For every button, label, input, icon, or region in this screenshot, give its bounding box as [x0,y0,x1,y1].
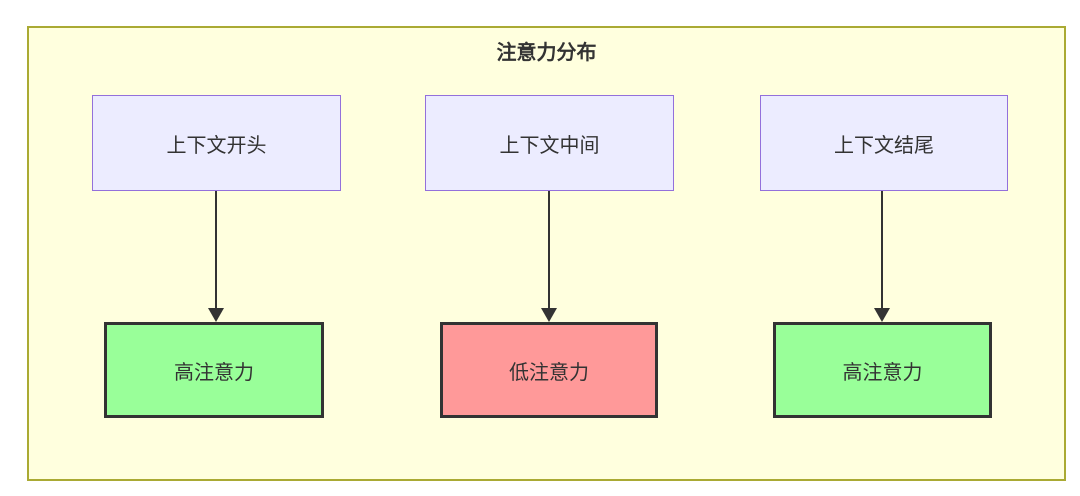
node-high-attention-right: 高注意力 [773,322,992,418]
arrow-line [215,191,217,309]
arrow-end-to-high [874,191,890,322]
node-label: 高注意力 [174,361,254,384]
attention-distribution-group: 注意力分布 上下文开头 上下文中间 上下文结尾 高注意力 低注意力 [27,26,1066,481]
node-label: 高注意力 [842,361,923,384]
arrowhead-down-icon [208,308,224,322]
node-label: 上下文中间 [499,134,600,157]
node-context-beginning: 上下文开头 [92,95,341,191]
arrowhead-down-icon [541,308,557,322]
arrow-line [548,191,550,309]
node-context-middle: 上下文中间 [425,95,674,191]
node-context-end: 上下文结尾 [760,95,1008,191]
arrowhead-down-icon [874,308,890,322]
arrow-middle-to-low [541,191,557,322]
node-high-attention-left: 高注意力 [104,322,324,418]
group-title: 注意力分布 [496,42,597,64]
node-low-attention: 低注意力 [440,322,658,418]
arrow-line [881,191,883,309]
node-label: 上下文开头 [166,134,267,157]
arrow-beginning-to-high [208,191,224,322]
node-label: 上下文结尾 [834,134,934,157]
node-label: 低注意力 [509,361,589,384]
